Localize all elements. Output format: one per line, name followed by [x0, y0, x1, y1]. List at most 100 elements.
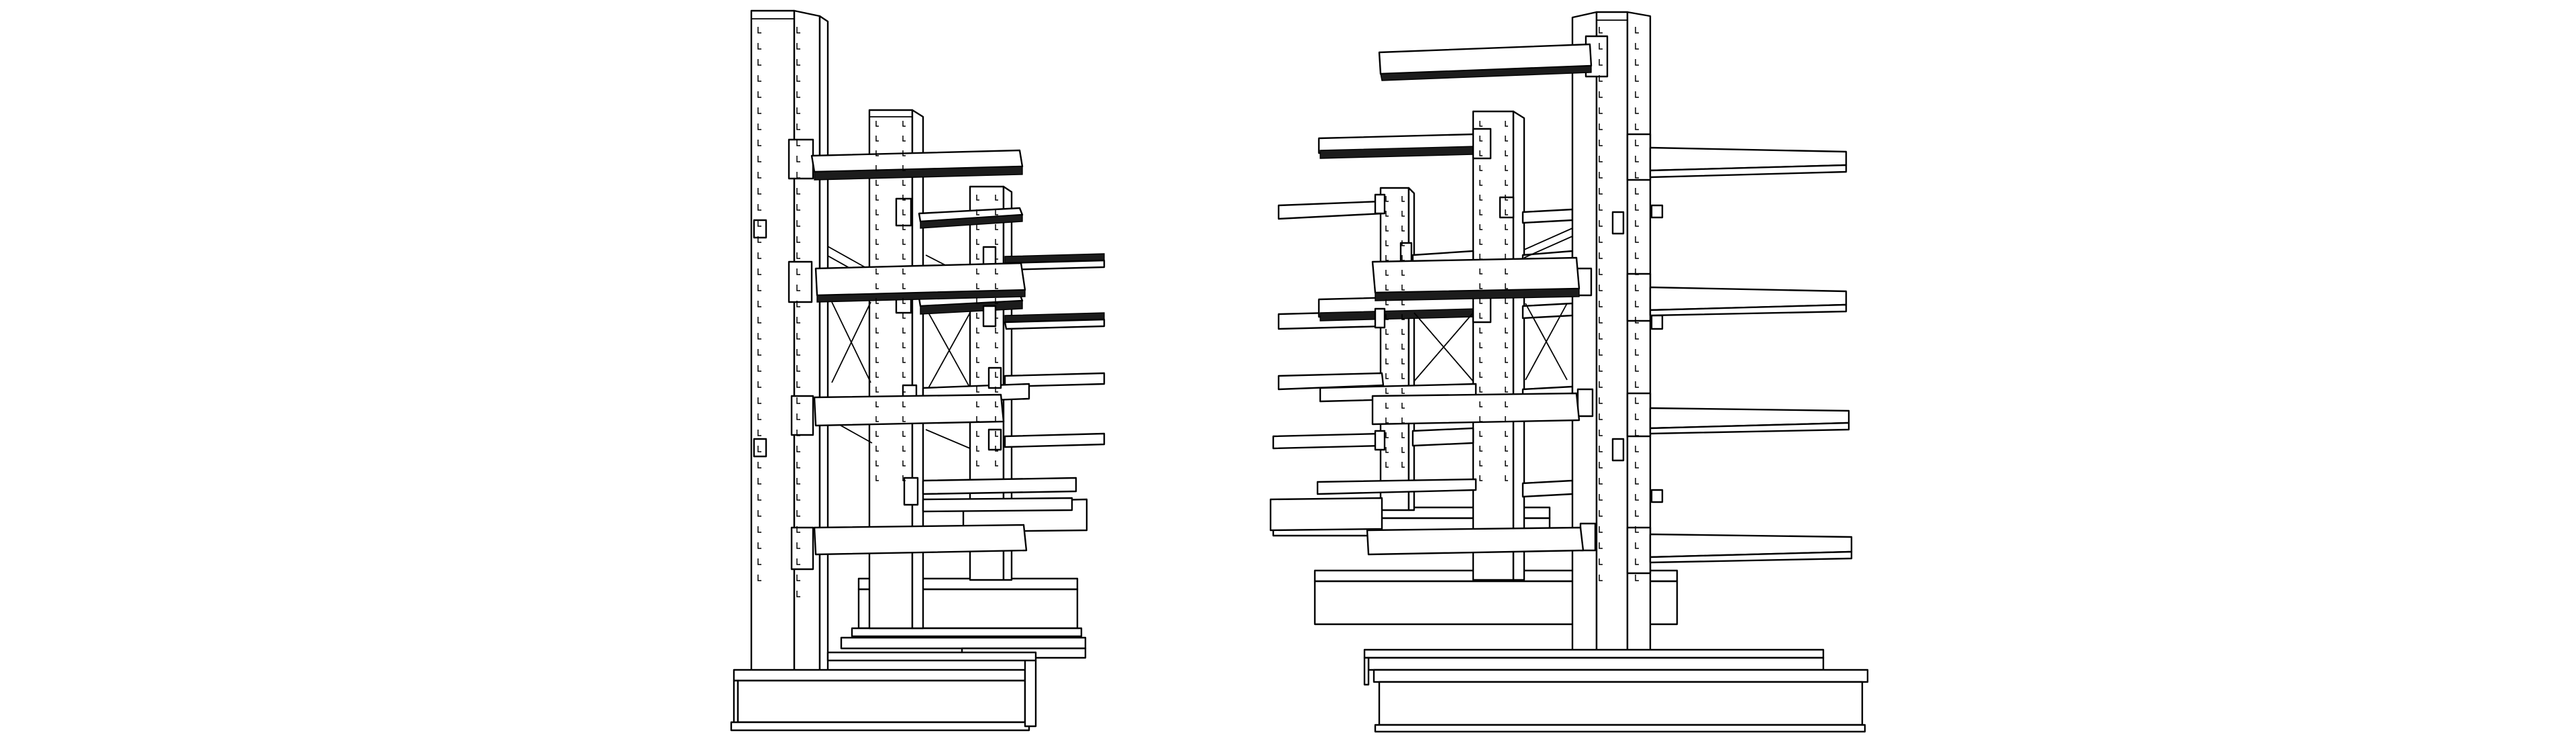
column-hole: [1385, 196, 1389, 202]
column-hole: [1385, 240, 1389, 246]
column-hole: [757, 397, 761, 404]
column-hole: [976, 298, 979, 304]
column-hole: [757, 462, 761, 469]
column-hole: [1401, 417, 1405, 424]
column-hole: [757, 446, 761, 452]
column-hole: [1635, 526, 1639, 533]
column-hole: [976, 254, 979, 260]
column-hole: [796, 591, 800, 597]
column-hole: [1385, 299, 1389, 305]
column-hole: [875, 239, 879, 245]
column-hole: [1505, 136, 1508, 142]
column-hole: [1599, 107, 1603, 114]
column-hole: [1599, 381, 1603, 388]
column-hole: [1599, 188, 1603, 195]
column-hole: [1635, 59, 1639, 66]
column-hole: [1505, 209, 1508, 215]
column-hole: [875, 180, 879, 186]
column-hole: [902, 416, 906, 422]
column-hole: [995, 313, 998, 319]
column-hole: [757, 526, 761, 533]
column-hole: [796, 333, 800, 340]
front-base: [730, 651, 1037, 732]
column-hole: [796, 558, 800, 565]
column-hole: [1479, 150, 1483, 156]
column-hole: [902, 150, 906, 156]
column-hole: [1479, 268, 1483, 275]
column-hole: [875, 283, 879, 289]
column-hole: [875, 357, 879, 363]
column-hole: [757, 59, 761, 66]
column-hole: [875, 401, 879, 407]
column-hole: [976, 195, 979, 201]
column-hole: [1505, 431, 1508, 437]
double-sided-rack: [1269, 11, 1869, 733]
front-left-arms: [1366, 43, 1593, 556]
column-hole: [1599, 397, 1603, 404]
column-hole: [1401, 329, 1405, 335]
middle-base: [840, 636, 1087, 659]
column-hole: [1479, 195, 1483, 201]
column-hole: [1635, 397, 1639, 404]
column-hole: [902, 387, 906, 393]
column-hole: [1635, 317, 1639, 324]
column-hole: [976, 372, 979, 378]
column-hole: [875, 224, 879, 230]
column-hole: [757, 285, 761, 291]
column-hole: [757, 236, 761, 243]
column-hole: [1505, 239, 1508, 245]
column-hole: [976, 446, 979, 452]
column-hole: [875, 342, 879, 348]
column-hole: [757, 124, 761, 130]
column-hole: [757, 252, 761, 259]
column-hole: [1401, 403, 1405, 409]
middle-column: [868, 109, 924, 630]
column-hole: [995, 268, 998, 275]
column-hole: [1599, 365, 1603, 372]
column-hole: [875, 328, 879, 334]
column-hole: [757, 301, 761, 307]
column-hole: [1385, 432, 1389, 438]
column-hole: [757, 107, 761, 114]
column-hole: [1635, 446, 1639, 452]
column-hole: [796, 27, 800, 34]
column-hole: [1505, 180, 1508, 186]
column-hole: [796, 140, 800, 146]
column-hole: [1401, 432, 1405, 438]
column-hole: [1635, 381, 1639, 388]
column-hole: [1479, 283, 1483, 289]
column-hole: [875, 416, 879, 422]
column-hole: [1635, 140, 1639, 146]
rear-column: [1379, 110, 1525, 581]
front-brackets: [788, 138, 814, 571]
column-hole: [1401, 344, 1405, 350]
column-hole: [1599, 494, 1603, 501]
column-hole: [875, 460, 879, 466]
column-hole: [902, 283, 906, 289]
column-hole: [757, 413, 761, 420]
rear-left-arms: [1269, 133, 1477, 532]
column-hole: [796, 349, 800, 356]
column-hole: [875, 150, 879, 156]
rear-arms: [1004, 253, 1106, 448]
column-hole: [1505, 298, 1508, 304]
column-hole: [1401, 299, 1405, 305]
column-hole: [796, 43, 800, 50]
column-hole: [1599, 236, 1603, 243]
column-hole: [1635, 252, 1639, 259]
column-hole: [995, 195, 998, 201]
column-hole: [995, 224, 998, 230]
column-hole: [757, 575, 761, 581]
column-hole: [796, 365, 800, 372]
column-hole: [995, 298, 998, 304]
column-hole: [1385, 285, 1389, 291]
column-hole: [796, 172, 800, 179]
column-hole: [1599, 220, 1603, 227]
column-hole: [1635, 365, 1639, 372]
column-hole: [1599, 172, 1603, 179]
front-right-arms: [1649, 146, 1853, 564]
column-hole: [1635, 91, 1639, 98]
column-hole: [1505, 224, 1508, 230]
column-hole: [875, 268, 879, 275]
